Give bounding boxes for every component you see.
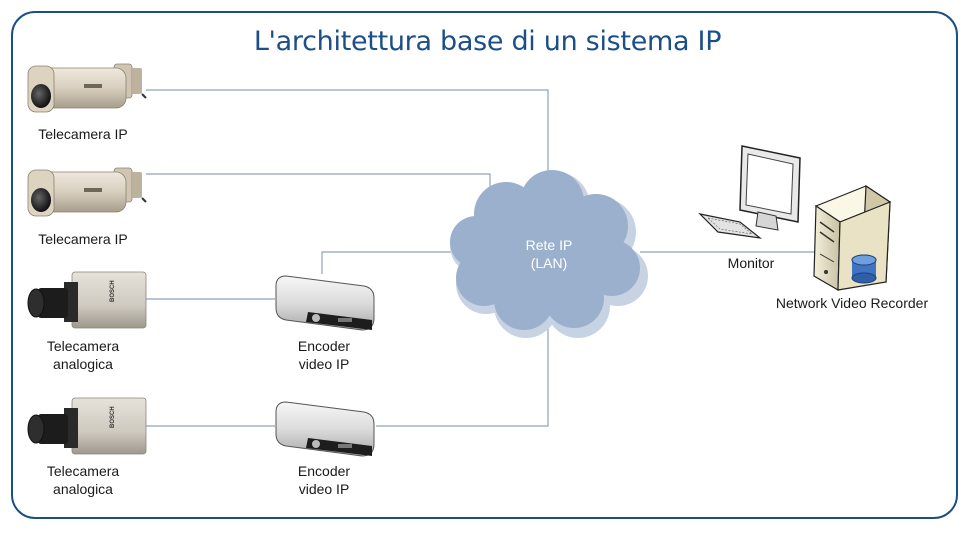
ip-camera-1-icon — [27, 63, 147, 113]
network-label: Rete IP (LAN) — [498, 236, 600, 272]
analog-camera-1-label-line2: analogica — [53, 356, 113, 372]
ip-camera-2-icon — [27, 167, 147, 217]
analog-camera-2-label-line1: Telecamera — [46, 463, 120, 479]
encoder-2-icon — [275, 401, 375, 457]
nvr-label: Network Video Recorder — [775, 295, 929, 311]
network-cloud — [450, 170, 648, 338]
nvr-icon — [813, 184, 892, 292]
edge-encoder-1-network — [321, 251, 470, 274]
diagram-frame — [11, 11, 958, 519]
analog-camera-2-brand: BOSCH — [110, 406, 116, 428]
monitor-icon — [698, 145, 801, 239]
diagram-title: L'architettura base di un sistema IP — [253, 26, 722, 57]
analog-camera-2-icon: BOSCH — [27, 397, 147, 455]
network-label-line1: Rete IP — [525, 237, 573, 253]
analog-camera-2-label: Telecamera analogica — [20, 462, 146, 498]
encoder-2-label: Encoder video IP — [272, 462, 376, 498]
analog-camera-1-label-line1: Telecamera — [46, 338, 120, 354]
analog-camera-1-label: Telecamera analogica — [20, 337, 146, 373]
network-label-line2: (LAN) — [530, 255, 568, 271]
encoder-1-label: Encoder video IP — [272, 337, 376, 373]
analog-camera-1-icon: BOSCH — [27, 271, 147, 329]
analog-camera-1-brand: BOSCH — [110, 280, 116, 302]
encoder-1-label-line2: video IP — [298, 356, 350, 372]
encoder-2-label-line1: Encoder — [297, 463, 351, 479]
edge-ip-camera-1-network — [146, 89, 549, 200]
ip-camera-1-label: Telecamera IP — [38, 126, 128, 142]
encoder-1-icon — [275, 275, 375, 331]
edge-ip-camera-2-network — [146, 173, 491, 200]
ip-camera-2-label: Telecamera IP — [38, 231, 128, 247]
monitor-label: Monitor — [727, 255, 775, 271]
analog-camera-2-label-line2: analogica — [53, 481, 113, 497]
edge-encoder-2-network — [376, 312, 549, 427]
encoder-1-label-line1: Encoder — [297, 338, 351, 354]
encoder-2-label-line2: video IP — [298, 481, 350, 497]
